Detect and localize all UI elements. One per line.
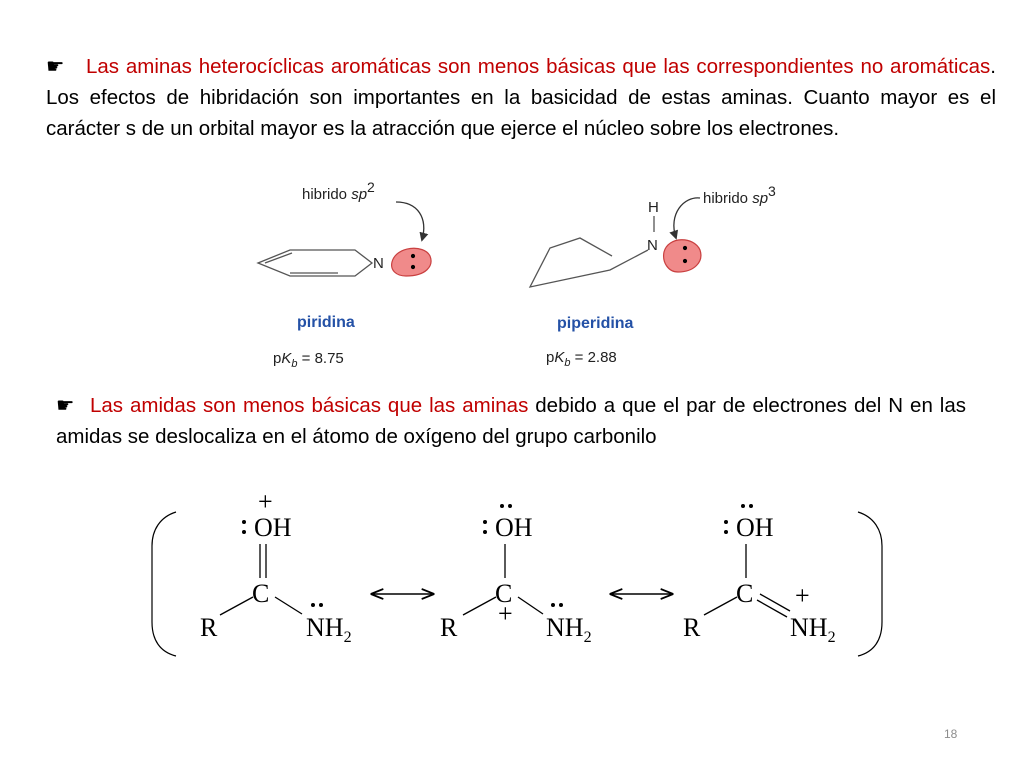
svg-text:C: C [252, 579, 269, 608]
pyridine-n-atom: N [373, 255, 384, 272]
svg-text:OH: OH [495, 513, 533, 542]
svg-text:+: + [258, 487, 273, 516]
right-bracket [857, 511, 883, 657]
piperidine-sp3-lobe [663, 239, 702, 273]
resonance-structure-3: OH C R + NH2 [683, 504, 836, 646]
resonance-structure-2: OH C R + NH2 [440, 504, 592, 646]
body-text: debido a que el par de electrones del N … [56, 394, 966, 448]
pyridine-sp2-lobe [391, 247, 432, 277]
resonance-structure-1: + OH C R NH2 [200, 487, 352, 646]
pyridine-ring [256, 249, 374, 277]
svg-text:C: C [736, 579, 753, 608]
pyridine-label: piridina [297, 314, 355, 331]
svg-text:NH2: NH2 [790, 613, 836, 646]
svg-text:NH2: NH2 [546, 613, 592, 646]
piperidine-ring [528, 237, 649, 288]
left-bracket [151, 511, 177, 657]
body-text: . Los efectos de hibridación son importa… [46, 55, 996, 140]
highlight-text: Las aminas heterocíclicas aromáticas son… [86, 55, 991, 78]
highlight-text: Las amidas son menos básicas que las ami… [90, 394, 529, 417]
paragraph-amides: ☛ Las amidas son menos básicas que las am… [56, 390, 966, 452]
pyridine-arrow [395, 201, 429, 242]
pointing-hand-icon: ☛ [46, 54, 65, 78]
paragraph-pyridine: ☛ Las aminas heterocíclicas aromáticas so… [46, 51, 996, 144]
svg-text:C: C [495, 579, 512, 608]
pointing-hand-icon: ☛ [56, 393, 75, 417]
page-number: 18 [944, 727, 958, 741]
pyridine-pkb: pKb = 8.75 [273, 350, 344, 370]
piperidine-n-atom: N [647, 237, 658, 254]
piperidine-arrow [669, 197, 701, 240]
piperidine-hybrid-label: hibrido sp3 [703, 183, 776, 207]
svg-text:OH: OH [254, 513, 292, 542]
piperidine-h-atom: H [648, 199, 659, 216]
piperidine-label: piperidina [557, 315, 634, 332]
piperidine-pkb: pKb = 2.88 [546, 349, 617, 369]
svg-text:R: R [683, 613, 701, 642]
pyridine-hybrid-label: hibrido sp2 [302, 179, 375, 203]
svg-text:+: + [795, 581, 810, 610]
svg-text:OH: OH [736, 513, 774, 542]
svg-text:+: + [498, 599, 513, 628]
svg-text:R: R [200, 613, 218, 642]
svg-text:NH2: NH2 [306, 613, 352, 646]
svg-text:R: R [440, 613, 458, 642]
